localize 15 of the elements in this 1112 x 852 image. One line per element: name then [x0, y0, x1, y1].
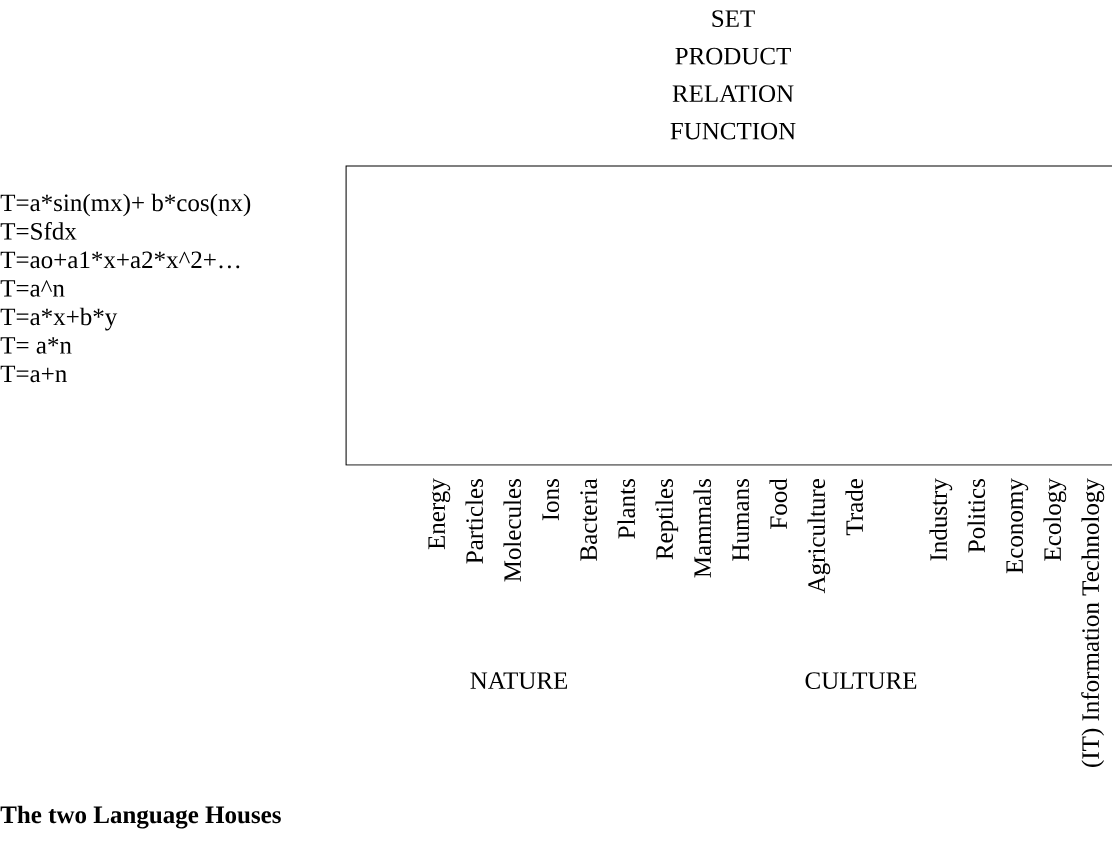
- caption: The two Language Houses: [0, 805, 281, 829]
- heading-word: SET: [712, 10, 755, 28]
- heading-word: PRODUCT: [675, 47, 791, 65]
- formula-text: T=a^n: [0, 280, 65, 297]
- heading-word: FUNCTION: [670, 122, 796, 140]
- heading-word: RELATION: [672, 85, 794, 103]
- formula-text: T=a*sin(mx)+ b*cos(nx): [0, 193, 251, 217]
- group-label: NATURE: [470, 672, 568, 690]
- empty-box: [345, 165, 1112, 466]
- group-label: CULTURE: [805, 672, 917, 690]
- formula-text: T=Sfdx: [0, 221, 77, 240]
- formula-text: T=ao+a1*x+a2*x^2+…: [0, 251, 240, 269]
- formula-text: T=a*x+b*y: [0, 307, 118, 331]
- formula-text: T=a+n: [0, 365, 67, 383]
- formula-text: T= a*n: [0, 337, 72, 354]
